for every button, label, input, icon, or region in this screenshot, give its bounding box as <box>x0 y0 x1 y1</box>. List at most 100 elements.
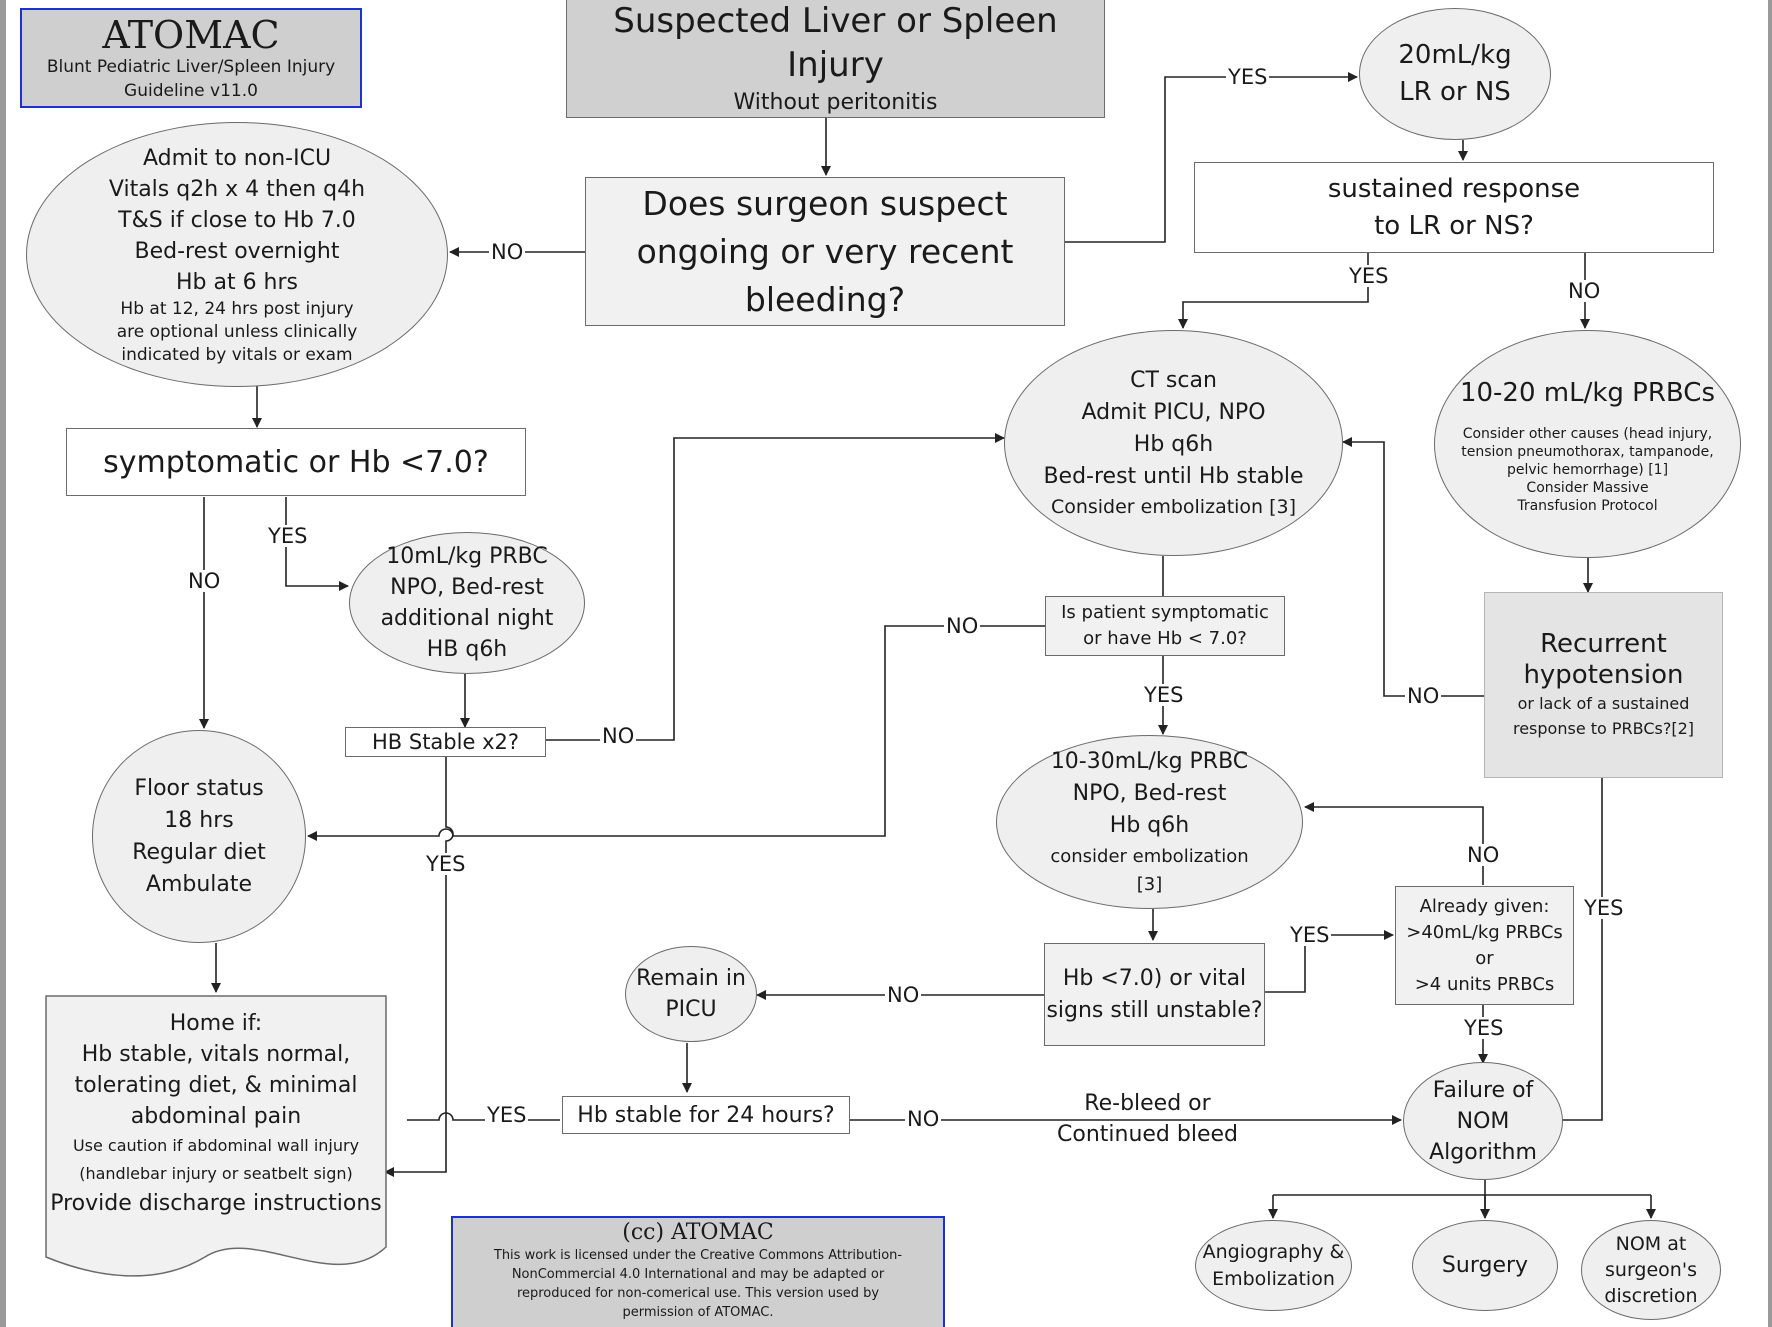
sustained-response-line: sustained response <box>1327 173 1581 204</box>
prbc-10-20-title: 10-20 mL/kg PRBCs <box>1459 378 1716 408</box>
admit-line: Vitals q2h x 4 then q4h <box>108 176 366 202</box>
symptomatic-question: symptomatic or Hb <7.0? <box>66 428 526 496</box>
hb-stable-24h-question: Hb stable for 24 hours? <box>562 1096 850 1134</box>
label-yes-home: YES <box>424 852 468 876</box>
ct-scan-line: Bed-rest until Hb stable <box>1043 464 1304 489</box>
prbc-10-20-small: Consider other causes (head injury, <box>1462 426 1713 442</box>
failure-line: Failure of <box>1432 1077 1534 1103</box>
rebleed-line: Re-bleed or <box>1084 1091 1211 1116</box>
license-line: reproduced for non-comerical use. This v… <box>516 1286 880 1301</box>
failure-nom-oval: Failure of NOM Algorithm <box>1403 1062 1563 1180</box>
nom-surgeon-line: NOM at <box>1615 1233 1687 1255</box>
hb-stable-x2-text: HB Stable x2? <box>372 730 519 754</box>
prbc-10-30-oval: 10-30mL/kg PRBC NPO, Bed-rest Hb q6h con… <box>996 735 1303 909</box>
hb-stable-x2-question: HB Stable x2? <box>345 727 546 757</box>
prbc-10-oval: 10mL/kg PRBC NPO, Bed-rest additional ni… <box>349 532 585 674</box>
home-criteria: Home if: Hb stable, vitals normal, toler… <box>45 1008 387 1220</box>
prbc-10-30-small: [3] <box>1136 874 1163 895</box>
remain-picu-line: PICU <box>665 997 717 1022</box>
prbc-10-30-line: Hb q6h <box>1109 813 1190 838</box>
suspected-injury-box: Suspected Liver or Spleen Injury Without… <box>566 0 1105 118</box>
home-small-line: (handlebar injury or seatbelt sign) <box>79 1164 353 1183</box>
ct-scan-line: Admit PICU, NPO <box>1081 400 1266 425</box>
recurrent-line: hypotension <box>1523 660 1684 690</box>
already-given-line: or <box>1475 947 1494 969</box>
floor-status-line: Ambulate <box>145 871 253 897</box>
admit-line: Hb at 6 hrs <box>175 269 299 295</box>
prbc-10-20-oval: 10-20 mL/kg PRBCs Consider other causes … <box>1434 330 1741 558</box>
home-line: Hb stable, vitals normal, <box>81 1042 351 1067</box>
floor-status-line: 18 hrs <box>164 807 234 833</box>
bleeding-question-line: bleeding? <box>744 279 906 319</box>
nom-surgeon-oval: NOM at surgeon's discretion <box>1581 1220 1721 1320</box>
surgery-oval: Surgery <box>1412 1220 1558 1311</box>
suspected-injury-title: Suspected Liver or Spleen Injury <box>613 0 1058 85</box>
fluid-bolus-line: 20mL/kg <box>1398 40 1512 70</box>
remain-picu-line: Remain in <box>636 966 746 991</box>
label-yes-home-24: YES <box>485 1103 529 1127</box>
guideline-version: Guideline v11.0 <box>124 80 258 101</box>
ongoing-bleeding-question: Does surgeon suspect ongoing or very rec… <box>585 177 1065 326</box>
admit-small-line: indicated by vitals or exam <box>121 344 353 365</box>
remain-picu-oval: Remain in PICU <box>625 946 757 1042</box>
home-small-line: Use caution if abdominal wall injury <box>72 1136 360 1155</box>
rebleed-line: Continued bleed <box>1057 1122 1238 1147</box>
ct-scan-line: CT scan <box>1130 368 1217 393</box>
license-line: permission of ATOMAC. <box>622 1305 774 1320</box>
floor-status-line: Floor status <box>134 775 264 801</box>
left-border-bar <box>0 0 6 1327</box>
home-last-line: Provide discharge instructions <box>50 1191 382 1216</box>
connector <box>546 433 1005 741</box>
home-document-shape <box>45 995 387 1277</box>
nom-surgeon-line: surgeon's <box>1605 1259 1697 1281</box>
label-no-ct-from-x2: NO <box>600 724 637 748</box>
admit-line: Admit to non-ICU <box>142 145 332 171</box>
label-yes-1030: YES <box>1142 683 1186 707</box>
patient-symptomatic-question: Is patient symptomatic or have Hb < 7.0? <box>1045 596 1285 656</box>
label-yes-failure-recurrent: YES <box>1582 896 1626 920</box>
recurrent-small-line: response to PRBCs?[2] <box>1512 719 1695 738</box>
angiography-line: Embolization <box>1212 1267 1335 1290</box>
patient-symptomatic-line: or have Hb < 7.0? <box>1083 628 1247 649</box>
sustained-response-line: to LR or NS? <box>1374 210 1534 241</box>
symptomatic-question-text: symptomatic or Hb <7.0? <box>103 444 489 480</box>
right-border-bar <box>1768 0 1772 1327</box>
vital-signs-line: Hb <7.0) or vital <box>1062 965 1247 991</box>
prbc-10-line: additional night <box>380 606 554 631</box>
guideline-title-box: ATOMAC Blunt Pediatric Liver/Spleen Inju… <box>20 8 362 108</box>
license-box: (cc) ATOMAC This work is licensed under … <box>451 1216 945 1327</box>
label-no-prbc: NO <box>1566 279 1603 303</box>
recurrent-small-line: or lack of a sustained <box>1517 694 1690 713</box>
suspected-injury-subtitle: Without peritonitis <box>733 89 938 115</box>
admit-line: Bed-rest overnight <box>134 238 340 264</box>
failure-line: NOM <box>1456 1108 1510 1134</box>
ct-scan-small: Consider embolization [3] <box>1050 496 1297 518</box>
failure-line: Algorithm <box>1429 1139 1537 1165</box>
prbc-10-line: 10mL/kg PRBC <box>386 544 548 569</box>
license-line: This work is licensed under the Creative… <box>493 1248 903 1263</box>
prbc-10-30-line: NPO, Bed-rest <box>1072 781 1227 806</box>
guideline-title: ATOMAC <box>102 12 280 57</box>
already-given-line: Already given: <box>1419 895 1550 917</box>
angiography-oval: Angiography & Embolization <box>1195 1220 1352 1311</box>
home-line: tolerating diet, & minimal <box>74 1073 358 1098</box>
recurrent-hypotension-question: Recurrent hypotension or lack of a susta… <box>1484 592 1723 778</box>
floor-status-oval: Floor status 18 hrs Regular diet Ambulat… <box>92 730 306 943</box>
already-given-question: Already given: >40mL/kg PRBCs or >4 unit… <box>1395 886 1574 1005</box>
connector <box>307 625 1045 841</box>
rebleed-label: Re-bleed or Continued bleed <box>1040 1088 1255 1150</box>
admit-non-icu-oval: Admit to non-ICU Vitals q2h x 4 then q4h… <box>26 122 448 387</box>
label-yes-ct: YES <box>1347 264 1391 288</box>
license-line: NonCommercial 4.0 International and may … <box>511 1267 885 1282</box>
label-yes-prbc10: YES <box>266 524 310 548</box>
fluid-bolus-line: LR or NS <box>1399 77 1511 107</box>
label-no-admit: NO <box>489 240 526 264</box>
label-yes-fluid: YES <box>1226 65 1270 89</box>
recurrent-line: Recurrent <box>1540 629 1667 659</box>
prbc-10-20-small: pelvic hemorrhage) [1] <box>1506 462 1669 478</box>
connector <box>1265 930 1394 993</box>
patient-symptomatic-line: Is patient symptomatic <box>1061 602 1269 623</box>
admit-line: T&S if close to Hb 7.0 <box>118 207 356 233</box>
bleeding-question-line: Does surgeon suspect <box>642 183 1008 223</box>
